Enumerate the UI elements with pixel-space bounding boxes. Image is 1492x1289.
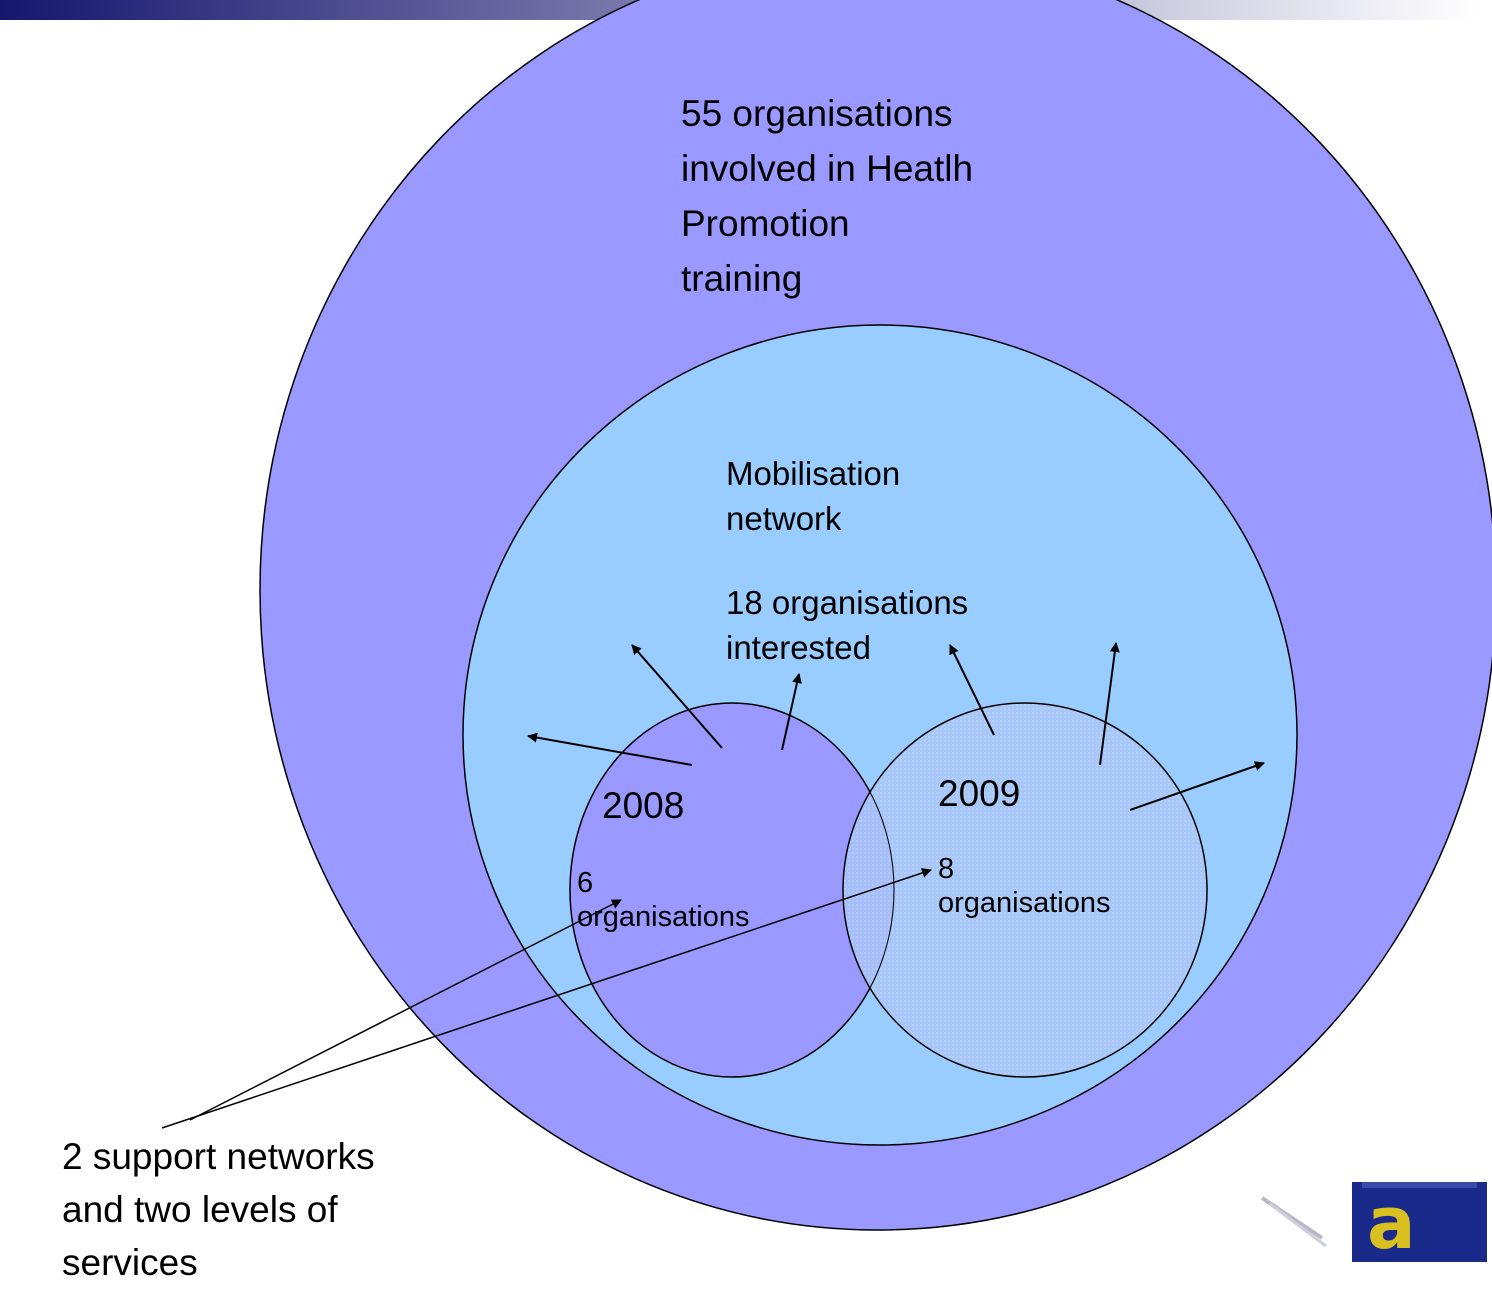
- mobilisation-circle: [462, 324, 1298, 1146]
- arrow-2008-upleft: [631, 644, 723, 749]
- outer-circle-label: 55 organisations involved in Heatlh Prom…: [681, 93, 974, 299]
- arrow-2009-right: [1129, 761, 1265, 811]
- circle-2008-outline: [569, 702, 895, 1078]
- arrow-2009-upleft: [949, 644, 995, 736]
- pointer-to-2009: [161, 868, 932, 1129]
- arrow-2008-left: [527, 732, 693, 766]
- mobilisation-title: Mobilisation network: [726, 455, 901, 537]
- year-2009-label: 2009: [938, 773, 1021, 814]
- pointer-to-2008: [189, 899, 622, 1121]
- support-networks-label: 2 support networks and two levels of ser…: [62, 1136, 375, 1283]
- arrow-2009-up: [1099, 642, 1120, 766]
- year-2008-label: 2008: [602, 785, 685, 826]
- arrow-2008-up: [781, 673, 802, 751]
- count-2008-label: 6 organisations: [577, 867, 750, 933]
- count-2009-label: 8 organisations: [938, 853, 1111, 919]
- circle-2009: [842, 702, 1208, 1078]
- mobilisation-count: 18 organisations interested: [726, 584, 969, 666]
- svg-text:a: a: [1367, 1181, 1416, 1265]
- organisation-logo-icon: a: [1260, 1181, 1487, 1265]
- venn-diagram: [161, 0, 1492, 1231]
